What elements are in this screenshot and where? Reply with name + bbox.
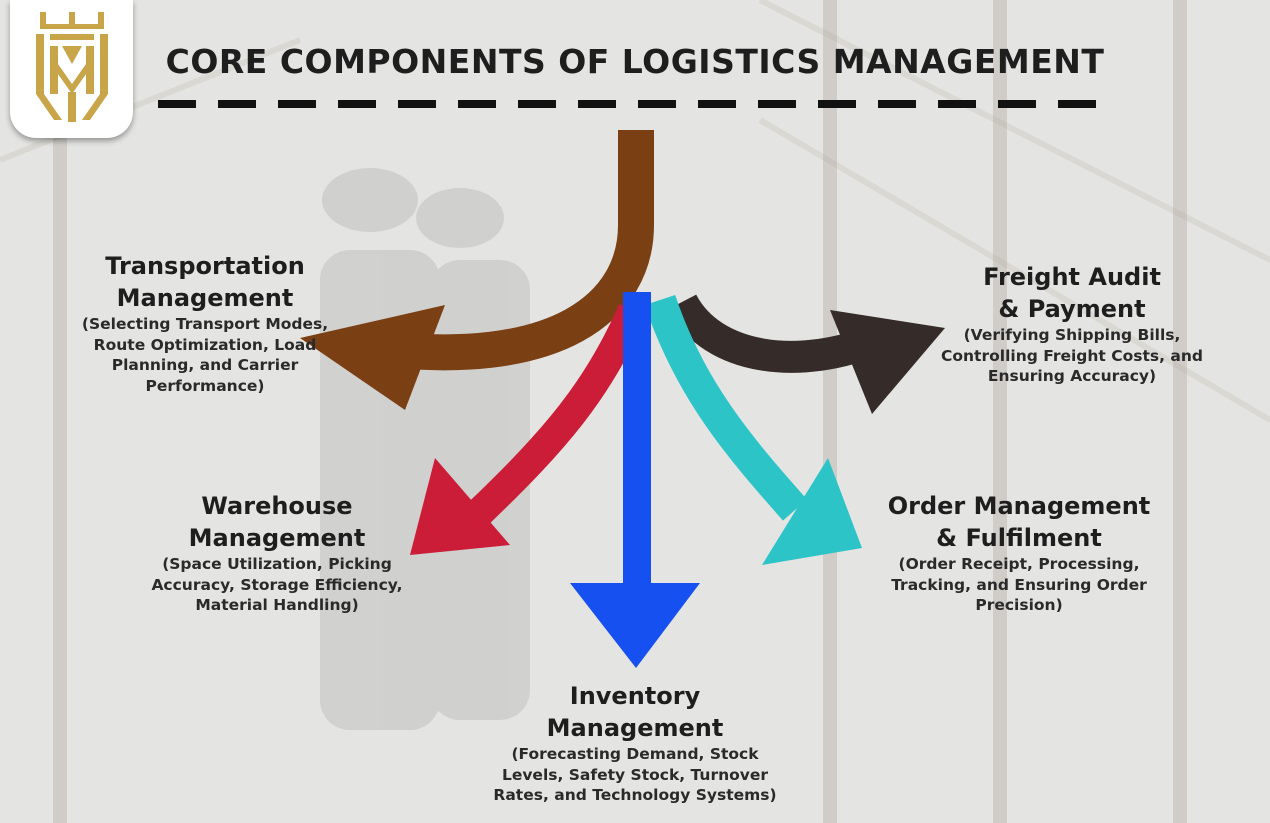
freight-audit-block: Freight Audit & Payment (Verifying Shipp… (932, 261, 1212, 387)
freight-audit-title: Freight Audit & Payment (983, 263, 1161, 323)
inventory-arrowhead (570, 583, 700, 668)
warehouse-title: Warehouse Management (188, 492, 366, 552)
warehouse-management-block: Warehouse Management (Space Utilization,… (137, 490, 417, 616)
order-management-block: Order Management & Fulfilment (Order Rec… (868, 490, 1170, 616)
freight-audit-description: (Verifying Shipping Bills, Controlling F… (941, 326, 1203, 385)
order-management-title: Order Management & Fulfilment (887, 492, 1151, 552)
order-fulfilment-arrow (644, 294, 807, 521)
order-management-description: (Order Receipt, Processing, Tracking, an… (891, 555, 1147, 614)
warehouse-arrowhead (410, 458, 510, 555)
transportation-arrowhead (300, 305, 445, 410)
transportation-title: Transportation Management (105, 252, 305, 312)
inventory-description: (Forecasting Demand, Stock Levels, Safet… (493, 745, 777, 804)
warehouse-description: (Space Utilization, Picking Accuracy, St… (151, 555, 403, 614)
company-logo (10, 0, 133, 138)
transportation-arrow (365, 130, 654, 371)
title-dashed-underline (158, 100, 1100, 108)
order-fulfilment-arrowhead (762, 458, 862, 565)
freight-audit-arrowhead (830, 310, 945, 414)
page-title: CORE COMPONENTS OF LOGISTICS MANAGEMENT (165, 42, 1105, 81)
transportation-description: (Selecting Transport Modes, Route Optimi… (81, 315, 329, 395)
inventory-title: Inventory Management (546, 682, 724, 742)
warehouse-arrow (469, 303, 647, 523)
inventory-management-block: Inventory Management (Forecasting Demand… (480, 680, 790, 806)
transportation-management-block: Transportation Management (Selecting Tra… (75, 250, 335, 396)
crown-shield-monogram-icon (36, 12, 108, 122)
